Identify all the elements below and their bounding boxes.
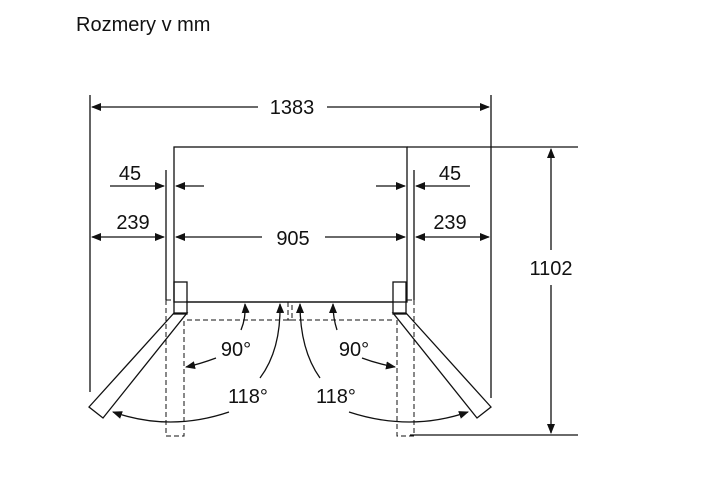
dimension-lines <box>91 103 555 434</box>
angle-arcs <box>112 303 469 423</box>
fridge-body <box>173 146 408 303</box>
right-door <box>391 312 492 419</box>
diagram-title: Rozmery v mm <box>76 14 211 36</box>
angle-right-118: 118° <box>316 386 356 408</box>
dim-total-width: 1383 <box>270 97 315 119</box>
dim-body-width: 905 <box>276 228 309 250</box>
dim-left-hinge-offset: 45 <box>119 163 141 185</box>
door-swing-outline <box>165 299 415 437</box>
angle-left-118: 118° <box>228 386 268 408</box>
dim-right-hinge-offset: 45 <box>439 163 461 185</box>
left-door <box>88 312 189 419</box>
right-hinge <box>392 281 407 315</box>
dim-depth: 1102 <box>529 258 572 280</box>
dim-left-clearance: 239 <box>116 212 149 234</box>
dim-right-clearance: 239 <box>433 212 466 234</box>
left-hinge <box>173 281 188 315</box>
extension-lines <box>89 95 578 436</box>
angle-right-90: 90° <box>339 339 369 361</box>
angle-left-90: 90° <box>221 339 251 361</box>
